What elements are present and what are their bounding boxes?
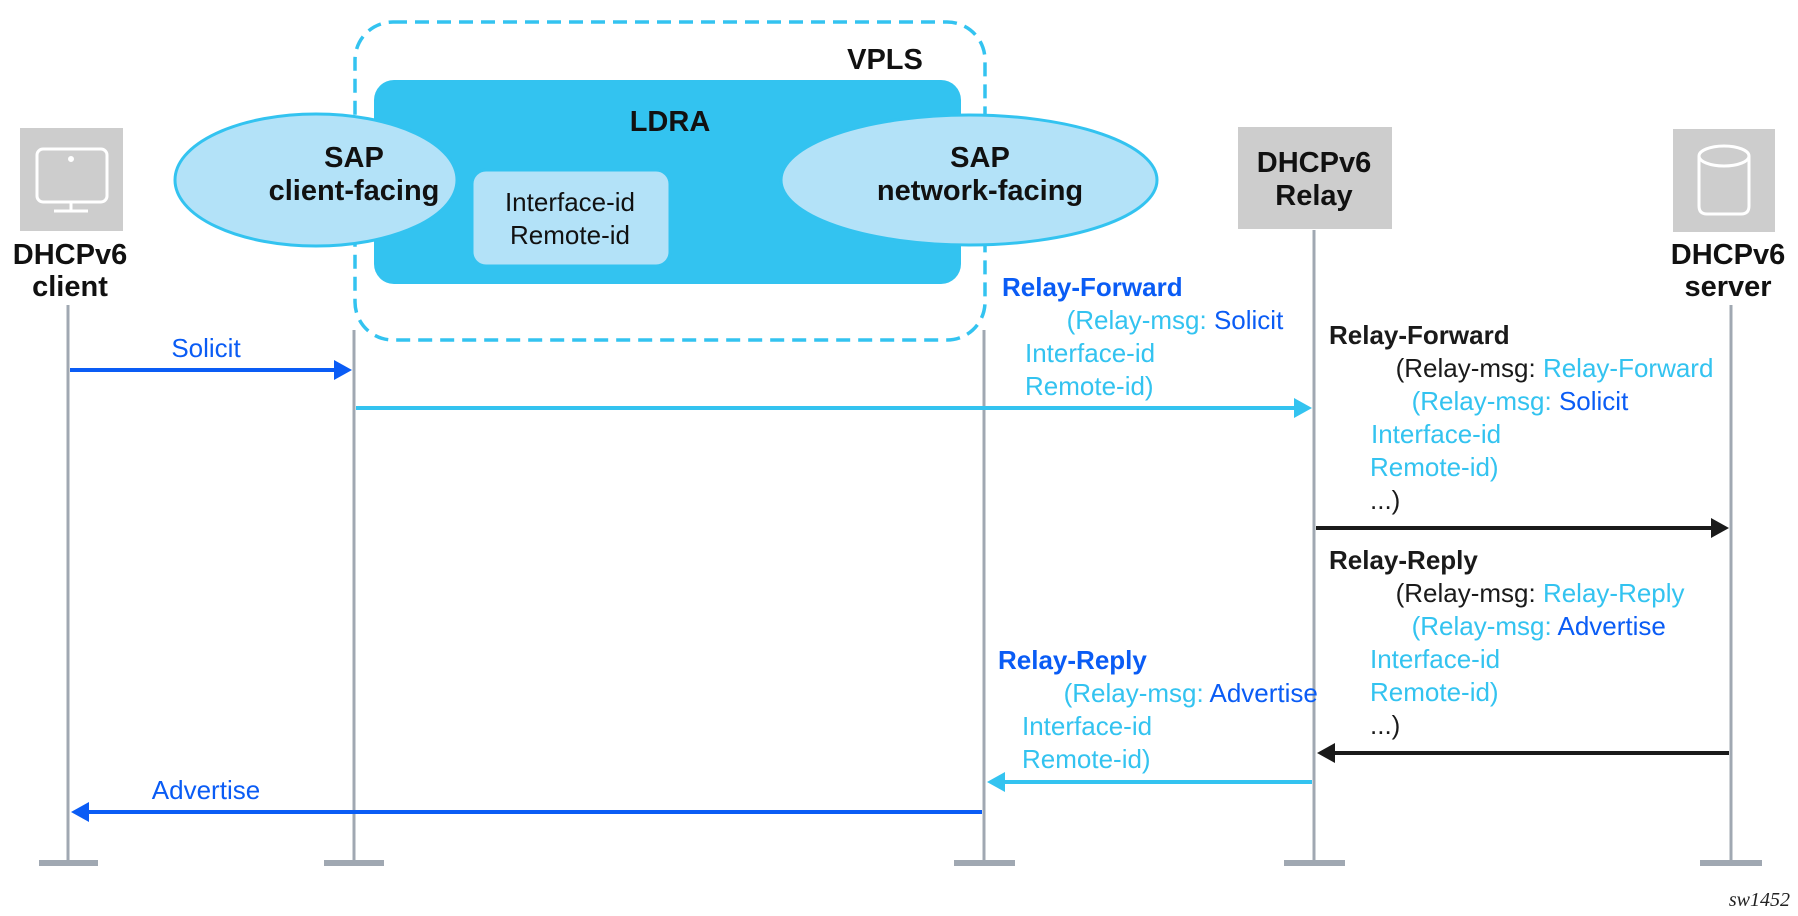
rr-server-title: Relay-Reply <box>1329 545 1478 575</box>
end-cap-relay <box>1284 860 1345 866</box>
client-label-line1: DHCPv6 <box>13 239 127 271</box>
rr-ldra-line3: Remote-id) <box>1022 744 1151 774</box>
sap-client-facing <box>173 112 459 248</box>
end-cap-sap-network <box>954 860 1015 866</box>
sap-network-facing <box>779 113 1159 247</box>
rr-server-line1-msg: Relay-Reply <box>1543 578 1685 608</box>
rf-ldra-line2: Interface-id <box>1025 338 1155 368</box>
rf-server-line2-prefix: (Relay-msg: <box>1412 386 1559 416</box>
relay-box <box>1238 127 1392 229</box>
ldra-options-box <box>470 168 672 268</box>
rr-ldra-line1-prefix: (Relay-msg: <box>1064 678 1210 708</box>
rf-server-line2-msg: Solicit <box>1559 386 1629 416</box>
rf-ldra-line1-msg: Solicit <box>1214 305 1284 335</box>
rr-server-line3: Interface-id <box>1370 644 1500 674</box>
relay-label-line2: Relay <box>1275 180 1352 212</box>
message-arrows <box>70 360 1729 822</box>
rr-ldra-title: Relay-Reply <box>998 645 1147 675</box>
rr-server-line4: Remote-id) <box>1370 677 1499 707</box>
rr-server-line1: (Relay-msg: Relay-Reply <box>1345 578 1721 608</box>
label-relay-reply-server: Relay-Reply (Relay-msg: Relay-Reply (Rel… <box>1329 545 1721 740</box>
arrowhead-relay-forward-server <box>1711 518 1729 538</box>
rf-server-line4: Remote-id) <box>1370 452 1499 482</box>
sap-network-line1: SAP <box>950 142 1010 174</box>
server-icon-box <box>1673 129 1775 232</box>
ldra-label: LDRA <box>630 106 711 138</box>
rf-server-line5: ...) <box>1370 485 1400 515</box>
client-label-line2: client <box>32 271 108 303</box>
label-relay-forward-server: Relay-Forward (Relay-msg: Relay-Forward … <box>1329 320 1750 515</box>
arrowhead-relay-forward-ldra <box>1294 398 1312 418</box>
arrowhead-solicit <box>334 360 352 380</box>
arrowhead-relay-reply-ldra <box>987 772 1005 792</box>
arrowhead-relay-reply-server <box>1317 743 1335 763</box>
rr-server-line1-prefix: (Relay-msg: <box>1396 578 1543 608</box>
rr-server-line2-prefix: (Relay-msg: <box>1412 611 1558 641</box>
rf-server-line1: (Relay-msg: Relay-Forward <box>1345 353 1750 383</box>
label-relay-forward-ldra: Relay-Forward (Relay-msg: Solicit Interf… <box>1002 272 1319 401</box>
lifelines <box>66 230 1733 862</box>
sap-client-line1: SAP <box>324 142 384 174</box>
rr-ldra-line1-msg: Advertise <box>1210 678 1318 708</box>
rf-ldra-line3: Remote-id) <box>1025 371 1154 401</box>
figure-id: sw1452 <box>1729 889 1790 911</box>
client-node: DHCPv6 client <box>13 128 127 303</box>
relay-node: DHCPv6 Relay <box>1238 127 1392 229</box>
end-cap-server <box>1700 860 1762 866</box>
rr-ldra-line2: Interface-id <box>1022 711 1152 741</box>
rr-server-line2: (Relay-msg: Advertise <box>1361 611 1702 641</box>
database-icon <box>1697 144 1751 216</box>
rf-server-line2: (Relay-msg: Solicit <box>1361 386 1664 416</box>
rf-server-line1-msg: Relay-Forward <box>1543 353 1714 383</box>
server-node: DHCPv6 server <box>1671 129 1785 303</box>
monitor-icon <box>35 147 109 213</box>
sap-network-line2: network-facing <box>877 175 1083 207</box>
rf-ldra-line1-prefix: (Relay-msg: <box>1067 305 1214 335</box>
options-interface-id: Interface-id <box>505 187 635 217</box>
sap-client-line2: client-facing <box>269 175 440 207</box>
end-cap-client <box>39 860 98 866</box>
relay-label-line1: DHCPv6 <box>1257 147 1371 179</box>
rr-ldra-line1: (Relay-msg: Advertise <box>1013 678 1354 708</box>
label-advertise: Advertise <box>152 775 260 805</box>
rf-ldra-title: Relay-Forward <box>1002 272 1183 302</box>
rf-ldra-line1: (Relay-msg: Solicit <box>1016 305 1319 335</box>
arrowhead-advertise <box>71 802 89 822</box>
rf-server-line3: Interface-id <box>1371 419 1501 449</box>
options-remote-id: Remote-id <box>510 220 630 250</box>
rr-server-line2-msg: Advertise <box>1558 611 1666 641</box>
vpls-label: VPLS <box>847 44 923 76</box>
rf-server-title: Relay-Forward <box>1329 320 1510 350</box>
rf-server-line1-prefix: (Relay-msg: <box>1396 353 1543 383</box>
server-label-line2: server <box>1684 271 1771 303</box>
label-relay-reply-ldra: Relay-Reply (Relay-msg: Advertise Interf… <box>998 645 1354 774</box>
end-cap-sap-client <box>324 860 384 866</box>
label-solicit: Solicit <box>171 333 241 363</box>
rr-server-line5: ...) <box>1370 710 1400 740</box>
server-label-line1: DHCPv6 <box>1671 239 1785 271</box>
lifeline-end-caps <box>39 860 1762 866</box>
